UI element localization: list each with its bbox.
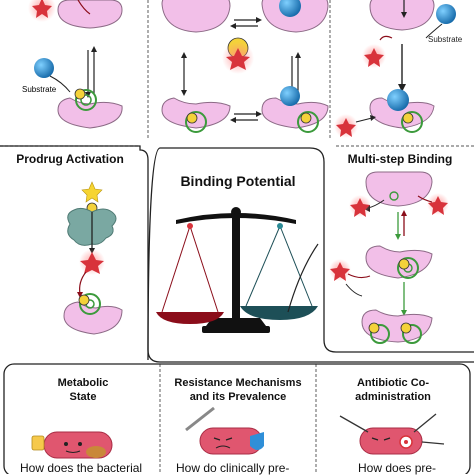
binding-potential-title: Binding Potential [180, 173, 295, 189]
drug-star-icon [364, 48, 384, 67]
substrate-label-right: Substrate [428, 35, 463, 44]
radioactive-icon [74, 88, 86, 100]
center-panel-frame [0, 145, 474, 363]
drug-star-icon [80, 252, 104, 274]
top-right-panel [334, 0, 456, 138]
multistep-panel [329, 171, 449, 344]
substrate-ball-icon [279, 0, 301, 17]
substrate-ball-icon [436, 4, 456, 24]
top-middle-panel [161, 0, 329, 133]
substrate-ball-icon [34, 58, 54, 78]
multistep-title: Multi-step Binding [348, 152, 453, 166]
scale-pan-left [156, 312, 224, 324]
balance-scale-icon [156, 207, 319, 333]
top-left-panel [28, 0, 123, 129]
resistance-question: How do clinically pre- [176, 461, 290, 475]
metabolic-question: How does the bacterial [20, 461, 143, 475]
drug-star-icon [226, 48, 250, 70]
prodrug-panel [63, 181, 123, 335]
prodrug-title: Prodrug Activation [16, 152, 124, 166]
scale-pan-right [240, 306, 318, 320]
metabolic-title: Metabolic State [57, 377, 109, 403]
receptor [57, 97, 123, 129]
bacteria-illustrations [31, 406, 445, 459]
bottom-panel-frame [3, 363, 471, 474]
resistance-title: Resistance Mechanisms and its Prevalence [174, 377, 302, 403]
substrate-label-left: Substrate [22, 85, 57, 94]
yellow-star-icon [81, 181, 103, 203]
antibiotic-question: How does pre- [358, 461, 437, 475]
drug-star-icon [32, 0, 52, 18]
antibiotic-title: Antibiotic Co- administration [355, 377, 431, 403]
